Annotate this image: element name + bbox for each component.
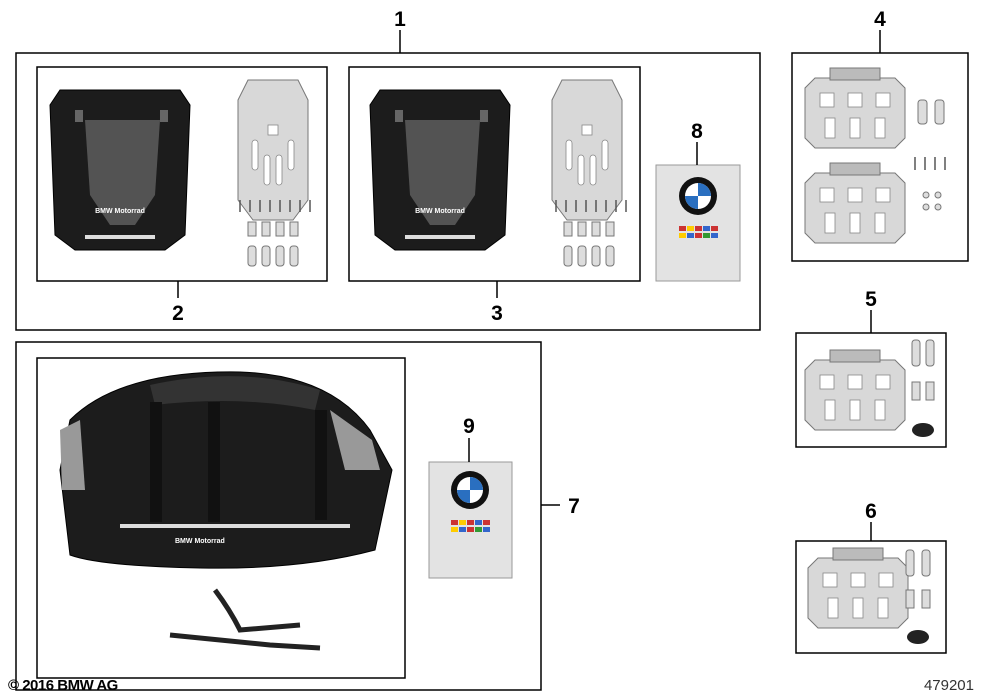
bracket-image xyxy=(804,162,906,244)
side-bag-image xyxy=(49,89,191,251)
group-7-frame xyxy=(15,341,542,691)
bracket-image xyxy=(804,349,906,431)
callout-1[interactable]: 1 xyxy=(394,8,406,31)
callout-3[interactable]: 3 xyxy=(491,302,503,325)
bmw-logo xyxy=(679,177,717,215)
tail-bag-image: BMW Motorrad xyxy=(59,371,393,569)
bag-brand-label: BMW Motorrad xyxy=(175,538,225,545)
callout-7[interactable]: 7 xyxy=(568,495,580,518)
mounting-plate-image xyxy=(551,79,623,221)
group-1-frame xyxy=(15,52,761,331)
bag-brand-label: BMW Motorrad xyxy=(95,208,145,215)
callout-8[interactable]: 8 xyxy=(691,120,703,143)
bracket-image xyxy=(807,547,909,629)
side-bag-image xyxy=(369,89,511,251)
item-2-frame xyxy=(36,66,328,282)
bracket-image xyxy=(804,67,906,149)
strap-image xyxy=(169,588,321,651)
item-3-frame xyxy=(348,66,641,282)
callout-2[interactable]: 2 xyxy=(172,302,184,325)
mounting-plate-image xyxy=(237,79,309,221)
callout-4[interactable]: 4 xyxy=(874,8,886,31)
bag-brand-label: BMW Motorrad xyxy=(415,208,465,215)
bmw-logo xyxy=(451,471,489,509)
callout-5[interactable]: 5 xyxy=(865,288,877,311)
copyright-notice: © 2016 BMW AG xyxy=(8,677,118,694)
item-7-inner-frame xyxy=(36,357,406,679)
callout-6[interactable]: 6 xyxy=(865,500,877,523)
callout-9[interactable]: 9 xyxy=(463,415,475,438)
diagram-number: 479201 xyxy=(923,677,974,694)
